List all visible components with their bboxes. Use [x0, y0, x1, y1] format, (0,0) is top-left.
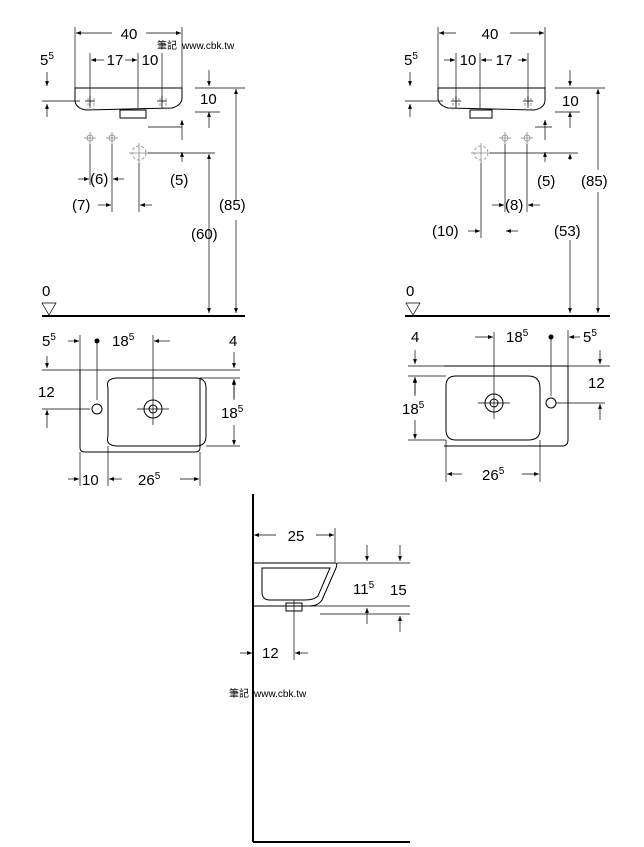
front-view-right: 40 10 17 55 10 (5)	[404, 26, 610, 317]
front-left-width-label: 40	[121, 26, 138, 43]
side-view: 25 115 15 12	[240, 494, 410, 843]
front-left-tap-spacing-label: 17	[107, 52, 124, 69]
plan-right-offset-label: 55	[583, 328, 597, 346]
plan-left-right-dim-label: 4	[229, 333, 237, 350]
watermark-logo-text: 筆記	[157, 39, 177, 52]
plan-right-center-label: 185	[506, 328, 529, 346]
front-right-offset-label: 55	[404, 51, 418, 69]
front-right-tap-spacing-label: 17	[496, 52, 513, 69]
front-view-left: 40 17 10 55 10	[40, 26, 246, 317]
front-left-offset-label: 55	[40, 51, 54, 69]
front-left-dim6-label: (6)	[90, 171, 108, 188]
front-right-floor-label: 0	[406, 283, 414, 300]
front-right-waste-height-label: (53)	[554, 223, 581, 240]
side-projection-label: 25	[288, 528, 305, 545]
front-right-dim5-label: (5)	[537, 173, 555, 190]
front-right-width-label: 40	[482, 26, 499, 43]
side-inner-height-label: 115	[353, 580, 375, 598]
watermark-url: www.cbk.tw	[253, 689, 307, 700]
front-right-dim8-label: (8)	[505, 197, 523, 214]
plan-left-bottom-width-label: 265	[138, 471, 161, 489]
plan-left-center-label: 185	[112, 332, 135, 350]
watermark-top: 筆記 www.cbk.tw	[157, 39, 235, 52]
front-right-dim10-label: (10)	[432, 223, 459, 240]
plan-right-left-dim-label: 4	[411, 329, 419, 346]
side-waste-offset-label: 12	[262, 645, 279, 662]
plan-right-side-label: 12	[588, 375, 605, 392]
front-right-basin-height-label: 10	[562, 93, 579, 110]
front-right-total-height-label: (85)	[581, 173, 608, 190]
front-left-waste-height-label: (60)	[191, 226, 218, 243]
plan-left-depth-label: 185	[221, 404, 244, 422]
watermark-logo-text: 筆記	[229, 687, 249, 700]
front-right-tap-edge-label: 10	[460, 52, 477, 69]
plan-left-offset-label: 55	[42, 332, 56, 350]
front-left-floor-label: 0	[42, 283, 50, 300]
plan-left-side-label: 12	[38, 384, 55, 401]
watermark-url: www.cbk.tw	[181, 41, 235, 52]
plan-view-left: 55 185 4 12 185 10 265	[38, 332, 244, 489]
side-total-height-label: 15	[390, 582, 407, 599]
plan-view-right: 4 185 55 12 185 265	[402, 328, 610, 484]
front-left-dim5-label: (5)	[170, 172, 188, 189]
plan-right-bottom-width-label: 265	[482, 466, 505, 484]
front-left-basin-height-label: 10	[200, 91, 217, 108]
front-left-total-height-label: (85)	[219, 197, 246, 214]
plan-left-bottom-left-label: 10	[82, 472, 99, 489]
front-left-tap-edge-label: 10	[142, 52, 159, 69]
plan-right-depth-label: 185	[402, 400, 425, 418]
watermark-bottom: 筆記 www.cbk.tw	[229, 687, 307, 700]
front-left-dim7-label: (7)	[72, 197, 90, 214]
